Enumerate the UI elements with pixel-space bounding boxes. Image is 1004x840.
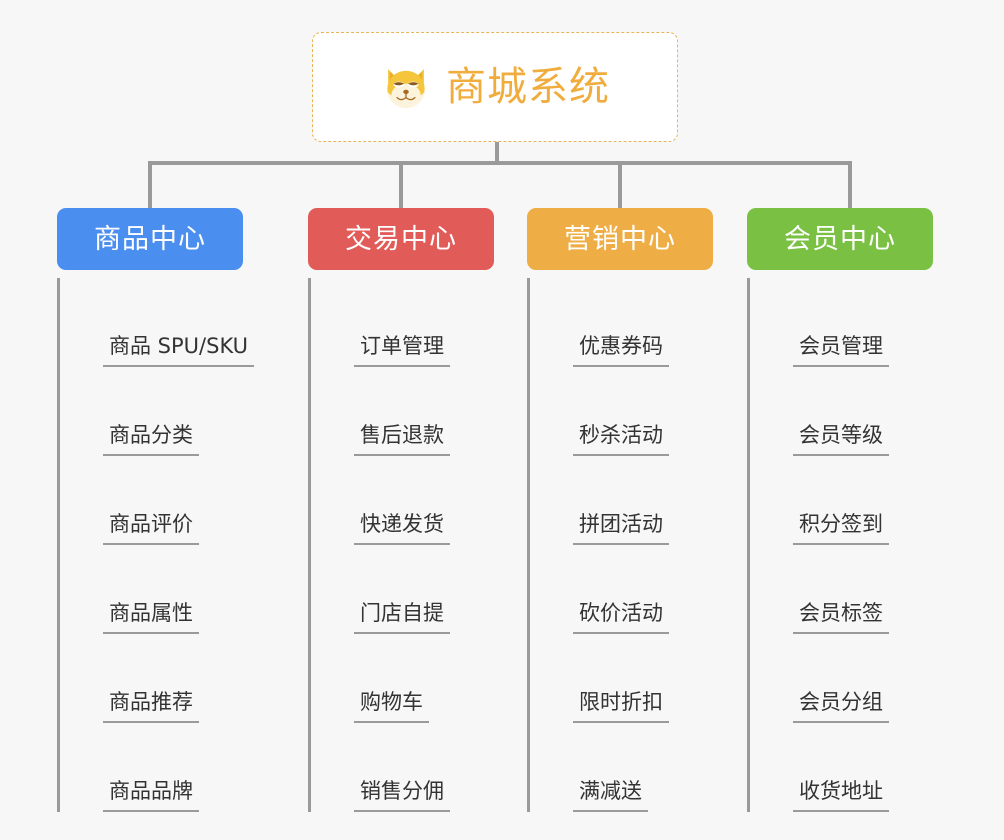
leaf-item[interactable]: 商品 SPU/SKU bbox=[75, 278, 255, 367]
leaf-label: 商品品牌 bbox=[103, 779, 199, 812]
leaf-item[interactable]: 商品分类 bbox=[75, 367, 243, 456]
shiba-dog-face-icon bbox=[387, 69, 425, 109]
branch-header-2[interactable]: 交易中心 bbox=[308, 208, 494, 270]
leaf-label: 会员分组 bbox=[793, 690, 889, 723]
leaf-label: 售后退款 bbox=[354, 423, 450, 456]
connector-root-stem bbox=[495, 142, 499, 163]
leaf-label: 限时折扣 bbox=[573, 690, 669, 723]
leaf-label: 拼团活动 bbox=[573, 512, 669, 545]
leaf-item[interactable]: 限时折扣 bbox=[545, 634, 713, 723]
leaf-item[interactable]: 会员标签 bbox=[765, 545, 933, 634]
leaf-label: 门店自提 bbox=[354, 601, 450, 634]
leaf-label: 优惠券码 bbox=[573, 334, 669, 367]
root-title: 商城系统 bbox=[446, 64, 610, 110]
leaf-label: 商品评价 bbox=[103, 512, 199, 545]
root-node[interactable]: 商城系统 bbox=[312, 32, 678, 142]
leaf-item[interactable]: 优惠券码 bbox=[545, 278, 713, 367]
leaf-item[interactable]: 满减送 bbox=[545, 723, 713, 812]
branch-column-1: 商品中心 商品 SPU/SKU 商品分类 商品评价 商品属性 商品推荐 商品品牌 bbox=[57, 208, 255, 812]
connector-drop-4 bbox=[848, 161, 852, 208]
branch-header-1[interactable]: 商品中心 bbox=[57, 208, 243, 270]
leaf-item[interactable]: 秒杀活动 bbox=[545, 367, 713, 456]
leaf-item[interactable]: 会员分组 bbox=[765, 634, 933, 723]
leaf-label: 会员标签 bbox=[793, 601, 889, 634]
leaf-item[interactable]: 售后退款 bbox=[326, 367, 494, 456]
leaf-item[interactable]: 砍价活动 bbox=[545, 545, 713, 634]
leaf-item[interactable]: 商品评价 bbox=[75, 456, 243, 545]
leaf-label: 商品分类 bbox=[103, 423, 199, 456]
leaf-item[interactable]: 销售分佣 bbox=[326, 723, 494, 812]
leaf-label: 商品属性 bbox=[103, 601, 199, 634]
leaf-list-1: 商品 SPU/SKU 商品分类 商品评价 商品属性 商品推荐 商品品牌 bbox=[57, 278, 255, 812]
connector-horizontal-bus bbox=[148, 161, 852, 165]
leaf-label: 会员管理 bbox=[793, 334, 889, 367]
leaf-label: 砍价活动 bbox=[573, 601, 669, 634]
leaf-item[interactable]: 购物车 bbox=[326, 634, 494, 723]
leaf-list-4: 会员管理 会员等级 积分签到 会员标签 会员分组 收货地址 bbox=[747, 278, 933, 812]
leaf-item[interactable]: 会员管理 bbox=[765, 278, 933, 367]
leaf-item[interactable]: 会员等级 bbox=[765, 367, 933, 456]
branch-column-2: 交易中心 订单管理 售后退款 快递发货 门店自提 购物车 销售分佣 bbox=[308, 208, 494, 812]
leaf-item[interactable]: 拼团活动 bbox=[545, 456, 713, 545]
leaf-label: 商品 SPU/SKU bbox=[103, 334, 255, 367]
leaf-label: 快递发货 bbox=[354, 512, 450, 545]
leaf-item[interactable]: 商品品牌 bbox=[75, 723, 243, 812]
leaf-label: 秒杀活动 bbox=[573, 423, 669, 456]
leaf-item[interactable]: 收货地址 bbox=[765, 723, 933, 812]
leaf-label: 购物车 bbox=[354, 690, 429, 723]
leaf-label: 收货地址 bbox=[793, 779, 889, 812]
leaf-list-2: 订单管理 售后退款 快递发货 门店自提 购物车 销售分佣 bbox=[308, 278, 494, 812]
leaf-label: 销售分佣 bbox=[354, 779, 450, 812]
leaf-label: 会员等级 bbox=[793, 423, 889, 456]
connector-drop-3 bbox=[618, 161, 622, 208]
branch-column-4: 会员中心 会员管理 会员等级 积分签到 会员标签 会员分组 收货地址 bbox=[747, 208, 933, 812]
leaf-item[interactable]: 商品属性 bbox=[75, 545, 243, 634]
leaf-item[interactable]: 商品推荐 bbox=[75, 634, 243, 723]
leaf-item[interactable]: 订单管理 bbox=[326, 278, 494, 367]
branch-header-4[interactable]: 会员中心 bbox=[747, 208, 933, 270]
leaf-label: 商品推荐 bbox=[103, 690, 199, 723]
leaf-label: 积分签到 bbox=[793, 512, 889, 545]
branch-column-3: 营销中心 优惠券码 秒杀活动 拼团活动 砍价活动 限时折扣 满减送 bbox=[527, 208, 713, 812]
leaf-list-3: 优惠券码 秒杀活动 拼团活动 砍价活动 限时折扣 满减送 bbox=[527, 278, 713, 812]
leaf-item[interactable]: 积分签到 bbox=[765, 456, 933, 545]
leaf-label: 满减送 bbox=[573, 779, 648, 812]
connector-drop-2 bbox=[399, 161, 403, 208]
branch-header-3[interactable]: 营销中心 bbox=[527, 208, 713, 270]
connector-drop-1 bbox=[148, 161, 152, 208]
leaf-label: 订单管理 bbox=[354, 334, 450, 367]
leaf-item[interactable]: 门店自提 bbox=[326, 545, 494, 634]
leaf-item[interactable]: 快递发货 bbox=[326, 456, 494, 545]
